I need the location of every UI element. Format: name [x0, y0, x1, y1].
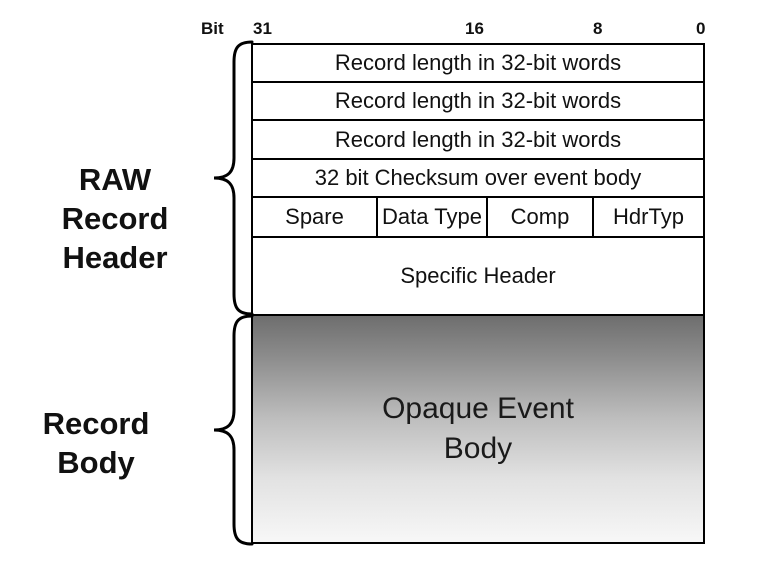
record-length-row-1: Record length in 32-bit words: [251, 43, 705, 83]
bit-tick-8: 8: [593, 19, 603, 38]
checksum-row: 32 bit Checksum over event body: [251, 158, 705, 198]
record-length-row-3: Record length in 32-bit words: [251, 119, 705, 160]
opaque-event-body-box: Opaque Event Body: [251, 314, 705, 544]
header-label-line-1: RAW: [78, 162, 152, 197]
body-brace: [213, 314, 254, 546]
header-label-line-2: Record: [61, 201, 169, 236]
header-brace: [213, 40, 254, 316]
record-length-row-2: Record length in 32-bit words: [251, 81, 705, 121]
opaque-body-line-1: Opaque Event: [382, 392, 574, 425]
bit-tick-16: 16: [465, 19, 484, 38]
raw-record-header-label: RAW Record Header: [45, 160, 185, 277]
bit-axis-label: Bit: [201, 19, 224, 38]
header-label-line-3: Header: [62, 240, 168, 275]
body-label-line-1: Record: [42, 406, 150, 441]
bit-tick-31: 31: [253, 19, 272, 38]
field-hdrtyp: HdrTyp: [592, 196, 705, 238]
record-body-label: Record Body: [30, 404, 162, 482]
bit-tick-0: 0: [696, 19, 706, 38]
field-data-type: Data Type: [376, 196, 488, 238]
opaque-body-line-2: Body: [443, 432, 513, 465]
body-label-line-2: Body: [57, 445, 135, 480]
opaque-event-body-label: Opaque Event Body: [382, 389, 574, 469]
